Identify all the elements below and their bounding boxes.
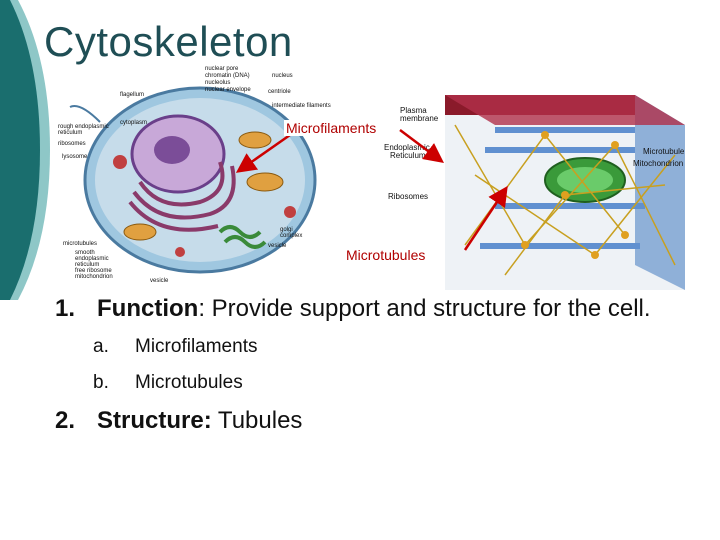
label-vesicle: vesicle	[150, 278, 169, 284]
label-golgi-1: golgi	[280, 227, 293, 233]
label-vesicle-2: vesicle	[268, 243, 287, 249]
label-microtubule: Microtubule	[643, 147, 685, 156]
label-smooth-er-1: smooth	[75, 250, 95, 256]
subitem-text: Microtubules	[135, 372, 243, 393]
subitem-text: Microfilaments	[135, 336, 258, 357]
subitem-microfilaments: a. Microfilaments	[93, 336, 695, 358]
label-golgi-2: complex	[280, 233, 303, 239]
label-nucleolus: nucleolus	[205, 80, 231, 86]
label-ribosomes: ribosomes	[58, 141, 86, 147]
label-lysosome: lysosome	[62, 154, 88, 160]
list-item-structure: 2. Structure: Tubules	[55, 406, 695, 436]
label-cytoplasm: cytoplasm	[120, 120, 148, 126]
label-centriole: centriole	[268, 89, 291, 95]
item-label: Structure:	[97, 407, 212, 434]
item-label: Function	[97, 295, 199, 322]
animal-cell-diagram	[69, 86, 317, 274]
subitem-microtubules: b. Microtubules	[93, 372, 695, 394]
label-intermediate-filaments: intermediate filaments	[272, 103, 331, 109]
label-nuclear-pore: nuclear pore	[205, 66, 239, 72]
subitem-letter: b.	[93, 372, 109, 393]
label-free-ribosome: free ribosome	[75, 268, 112, 274]
label-mitochondrion: mitochondrion	[75, 274, 113, 280]
label-ribosomes-cyto: Ribosomes	[388, 192, 429, 201]
list-item-function: 1. Function: Provide support and structu…	[55, 294, 695, 324]
label-chromatin: chromatin (DNA)	[205, 73, 250, 79]
label-microtubules: microtubules	[63, 241, 98, 247]
label-smooth-er-3: reticulum	[75, 262, 100, 268]
label-rough-er-2: reticulum	[58, 130, 83, 136]
callout-microtubules: Microtubules	[344, 247, 428, 263]
slide-title: Cytoskeleton	[44, 18, 293, 65]
decorative-side-shape	[0, 0, 50, 300]
label-flagellum: flagellum	[120, 92, 145, 98]
label-plasma-2: membrane	[400, 114, 439, 123]
label-nucleus: nucleus	[272, 73, 293, 79]
label-smooth-er-2: endoplasmic	[75, 256, 109, 262]
label-mitochondrion-cyto: Mitochondrion	[633, 159, 684, 168]
label-rough-er-1: rough endoplasmic	[58, 124, 109, 130]
label-plasma-1: Plasma	[400, 106, 427, 115]
item-text: Tubules	[211, 407, 303, 434]
callout-microfilaments: Microfilaments	[284, 120, 379, 136]
item-number: 2.	[55, 407, 76, 434]
subitem-letter: a.	[93, 336, 109, 357]
label-er-2: Reticulum	[390, 151, 426, 160]
item-number: 1.	[55, 295, 76, 322]
item-text: : Provide support and structure for the …	[198, 295, 651, 322]
content-list: 1. Function: Provide support and structu…	[55, 294, 695, 436]
label-nuclear-envelope: nuclear envelope	[205, 87, 251, 93]
